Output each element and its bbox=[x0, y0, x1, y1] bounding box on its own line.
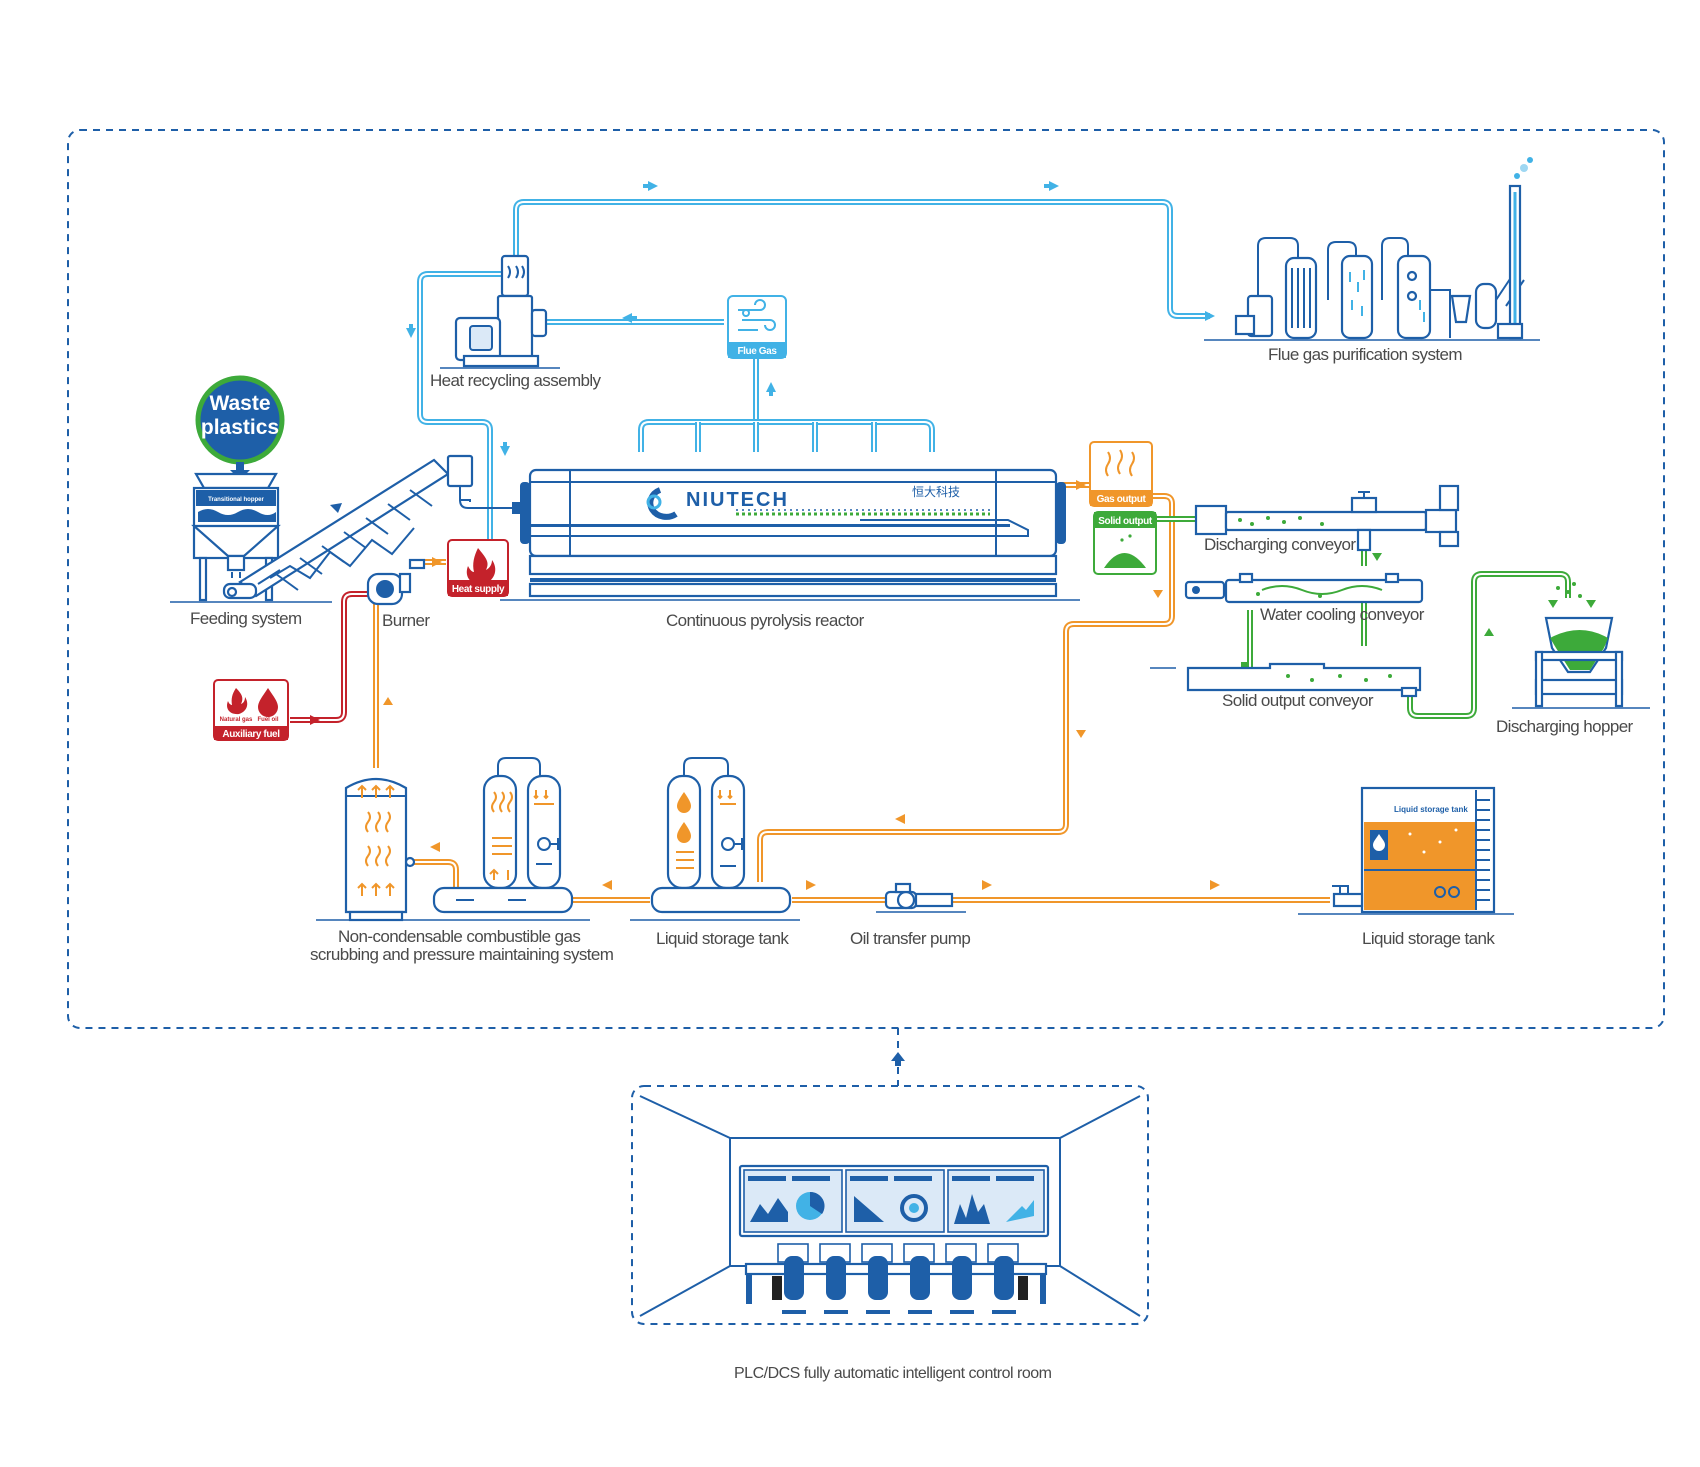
brand-logo-text: NIUTECH bbox=[686, 489, 789, 511]
water-cooling-conveyor-label: Water cooling conveyor bbox=[1260, 605, 1425, 624]
auxiliary-fuel-pipe bbox=[290, 591, 368, 725]
scrubbing-label-line2: scrubbing and pressure maintaining syste… bbox=[310, 945, 614, 964]
fuel-oil-drop-icon bbox=[258, 688, 278, 717]
gas-output-badge: Gas output bbox=[1089, 441, 1153, 507]
auxiliary-fuel-badge: Natural gas Fuel oil Auxiliary fuel bbox=[213, 679, 289, 741]
scrubbing-system: Non-condensable combustible gas scrubbin… bbox=[310, 757, 614, 964]
flue-gas-pipes bbox=[417, 199, 1210, 540]
auxiliary-fuel-text: Auxiliary fuel bbox=[222, 729, 280, 740]
fuel-oil-text: Fuel oil bbox=[258, 717, 279, 723]
reactor-label: Continuous pyrolysis reactor bbox=[666, 611, 865, 630]
conveyor-up-arrow-icon bbox=[330, 503, 342, 513]
solid-output-badge: Solid output bbox=[1093, 511, 1157, 575]
oil-transfer-pump-label: Oil transfer pump bbox=[850, 929, 970, 948]
discharging-conveyor-label: Discharging conveyor bbox=[1204, 535, 1356, 554]
plant-boundary bbox=[67, 129, 1665, 1029]
liquid-storage-tank-1: Liquid storage tank bbox=[630, 757, 800, 948]
solid-output-text: Solid output bbox=[1098, 516, 1153, 527]
burner: Burner bbox=[366, 558, 431, 630]
heat-recycling-assembly: Heat recycling assembly bbox=[430, 254, 602, 390]
natural-gas-flame-icon bbox=[227, 688, 248, 715]
link-up-arrow-icon bbox=[891, 1052, 905, 1061]
gas-output-text: Gas output bbox=[1097, 494, 1147, 505]
heat-recycling-label: Heat recycling assembly bbox=[430, 371, 602, 390]
natural-gas-text: Natural gas bbox=[220, 717, 253, 723]
waste-plastics-badge: Waste plastics bbox=[195, 375, 285, 480]
heat-supply-badge: Heat supply bbox=[447, 539, 509, 597]
heat-supply-text: Heat supply bbox=[452, 584, 505, 595]
flue-gas-badge: Flue Gas bbox=[727, 295, 787, 359]
monitor-icon bbox=[777, 1243, 1019, 1263]
tank-sign-text: Liquid storage tank bbox=[1394, 805, 1468, 814]
discharging-hopper: Discharging hopper bbox=[1496, 582, 1650, 736]
flue-gas-flow-arrows bbox=[406, 181, 1215, 456]
brand-chinese-text: 恒大科技 bbox=[912, 485, 960, 499]
solid-output-conveyor: Solid output conveyor bbox=[1150, 662, 1422, 710]
scrubbing-label-line1: Non-condensable combustible gas bbox=[338, 927, 580, 946]
water-cooling-conveyor: Water cooling conveyor bbox=[1184, 572, 1425, 624]
niutech-logo-icon bbox=[646, 487, 678, 520]
discharging-conveyor: Discharging conveyor bbox=[1194, 484, 1460, 554]
waste-plastics-line2: plastics bbox=[201, 416, 279, 439]
chart-icon bbox=[748, 1176, 1034, 1224]
liquid-storage-tank-2: Liquid storage tank Liquid storage tank bbox=[1298, 786, 1514, 948]
waste-plastics-line1: Waste bbox=[209, 392, 270, 415]
solid-output-conveyor-label: Solid output conveyor bbox=[1222, 691, 1374, 710]
flame-icon bbox=[466, 548, 496, 585]
gas-wave-icon bbox=[738, 299, 776, 331]
liquid-storage-tank-1-label: Liquid storage tank bbox=[656, 929, 789, 948]
oil-transfer-pump: Oil transfer pump bbox=[850, 882, 971, 948]
burner-label: Burner bbox=[382, 611, 430, 630]
feed-down-arrow-icon bbox=[230, 462, 250, 480]
discharging-hopper-label: Discharging hopper bbox=[1496, 717, 1634, 736]
chair-icon bbox=[772, 1256, 1028, 1314]
flue-gas-text: Flue Gas bbox=[737, 346, 777, 357]
feeding-system: Transitional hopper Feeding system bbox=[170, 454, 520, 628]
solid-flow-arrows bbox=[1372, 553, 1596, 636]
transitional-hopper-text: Transitional hopper bbox=[208, 497, 264, 503]
flue-gas-purification-label: Flue gas purification system bbox=[1268, 345, 1462, 364]
feeding-system-label: Feeding system bbox=[190, 609, 302, 628]
tank-emblem-icon bbox=[1370, 830, 1388, 860]
oil-drop-icon bbox=[677, 792, 691, 813]
flue-gas-purification-system: Flue gas purification system bbox=[1204, 157, 1540, 364]
control-room-label: PLC/DCS fully automatic intelligent cont… bbox=[734, 1365, 1052, 1382]
continuous-pyrolysis-reactor: NIUTECH 恒大科技 Continuous pyrolysis reacto… bbox=[500, 468, 1080, 630]
oil-gas-flow-arrows bbox=[383, 480, 1220, 890]
control-room: PLC/DCS fully automatic intelligent cont… bbox=[631, 1085, 1149, 1382]
liquid-storage-tank-2-label: Liquid storage tank bbox=[1362, 929, 1495, 948]
